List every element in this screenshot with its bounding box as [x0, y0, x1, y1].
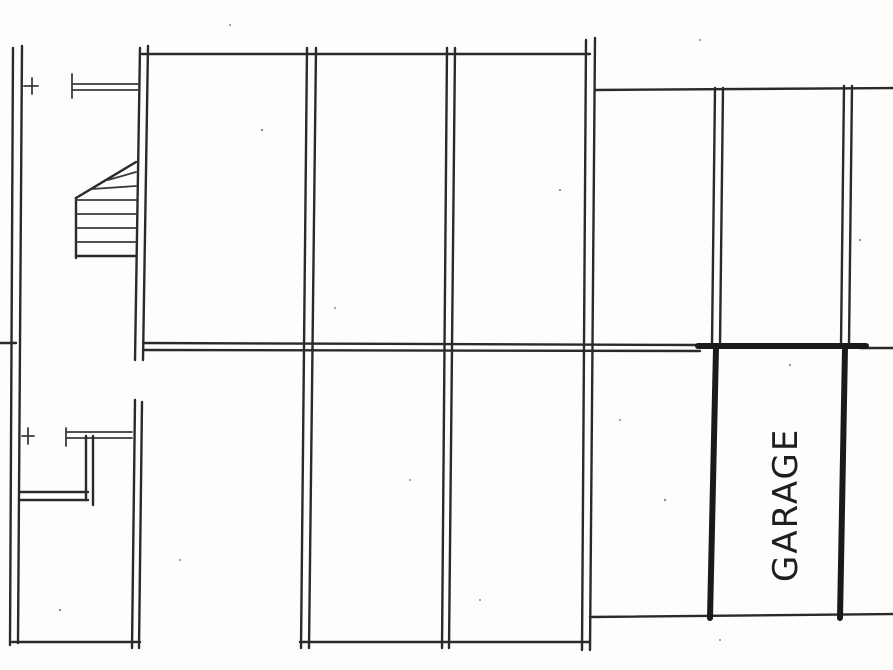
middle-wall-b [141, 348, 702, 353]
bottom-wall-right [588, 612, 893, 619]
upper-right-wall-1a [710, 86, 717, 347]
staircase [74, 160, 138, 260]
paper-speckles [58, 24, 862, 641]
column-wall-2a [440, 46, 449, 650]
upper-left-door [23, 73, 139, 99]
left-wall-b [16, 44, 24, 645]
vertical-walls [8, 36, 854, 652]
left-wall-a [8, 46, 15, 647]
column-wall-1b [307, 46, 318, 650]
upper-right-wall-2b [847, 84, 854, 347]
top-wall-right [593, 86, 893, 92]
column-wall-1a [299, 46, 309, 650]
garage-label: GARAGE [766, 428, 806, 582]
lower-wall-b [137, 400, 144, 650]
upper-right-wall-2a [839, 84, 846, 347]
lower-wall-a [130, 398, 137, 650]
upper-right-wall-1b [718, 86, 725, 347]
middle-wall-a [141, 341, 702, 347]
column-wall-2b [447, 46, 457, 650]
garage-right-wall [837, 345, 848, 621]
column-wall-3b [588, 36, 597, 652]
garage-left-wall [707, 345, 719, 621]
stair-wall-a [133, 46, 142, 362]
stair-wall-b [141, 44, 150, 362]
lower-left-closet [18, 427, 133, 507]
column-wall-3a [580, 38, 588, 652]
garage-bay [695, 343, 869, 621]
